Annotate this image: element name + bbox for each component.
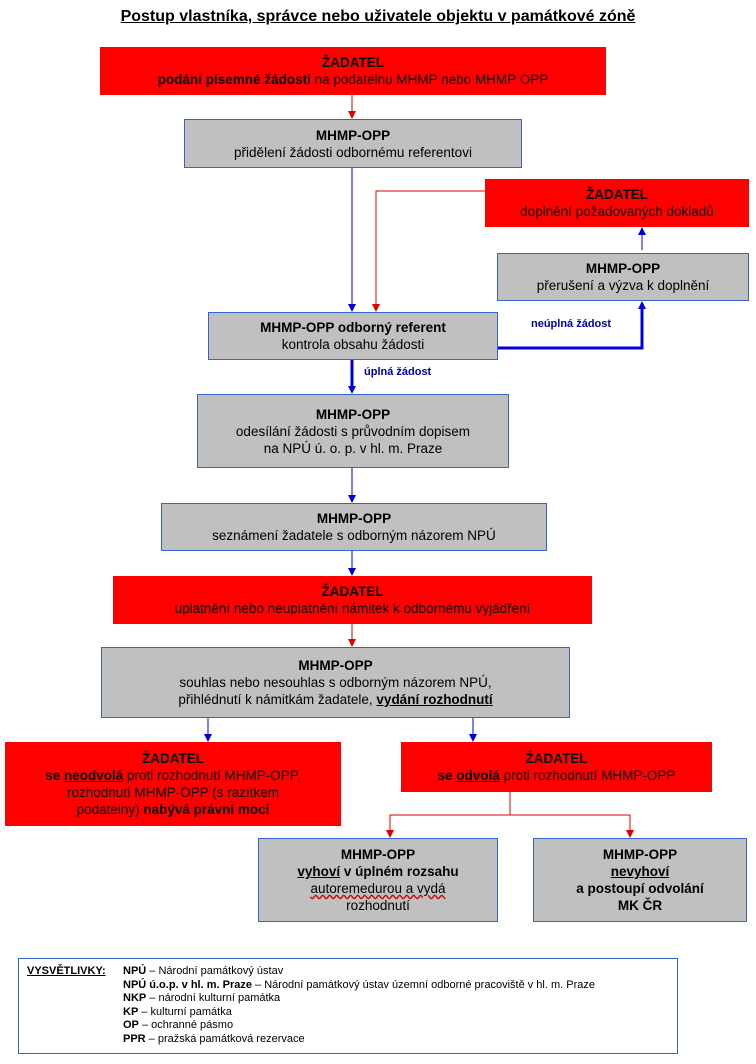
box-zadatel-doplneni: ŽADATEL doplnění požadovaných dokladů <box>485 179 749 227</box>
legend-text: – ochranné pásmo <box>138 1019 234 1031</box>
arrow-b11-b12 <box>386 792 511 838</box>
box-heading: ŽADATEL <box>586 187 648 202</box>
box-zadatel-odvola: ŽADATEL se odvolá proti rozhodnutí MHMP-… <box>401 742 712 792</box>
box-text: na NPÚ ú. o. p. v hl. m. Praze <box>263 440 443 456</box>
box-text: kontrola obsahu žádosti <box>281 337 425 352</box>
legend-key: OP <box>123 1019 139 1031</box>
legend-items: NPÚ – Národní památkový ústav NPÚ ú.o.p.… <box>123 965 595 1046</box>
box-heading: MHMP-OPP <box>315 406 391 422</box>
box-heading: ŽADATEL <box>321 584 384 599</box>
box-text: proti rozhodnutí MHMP-OPP, <box>123 768 301 783</box>
legend-box: VYSVĚTLIVKY: NPÚ – Národní památkový úst… <box>18 958 678 1054</box>
box-zadatel-neodvola: ŽADATEL se neodvolá proti rozhodnutí MHM… <box>5 742 341 826</box>
box-bold-text: vyhoví <box>297 864 341 879</box>
legend-text: – pražská památková rezervace <box>145 1032 305 1045</box>
arrow-b3-b5 <box>372 190 485 312</box>
box-heading: ŽADATEL <box>525 751 588 766</box>
legend-text: – národní kulturní památka <box>146 992 281 1004</box>
box-heading: ŽADATEL <box>322 55 384 70</box>
box-text: na podatelnu MHMP nebo MHMP OPP <box>310 72 549 87</box>
box-text: odesílání žádosti s průvodním dopisem <box>235 423 471 439</box>
legend-key: NKP <box>123 992 147 1004</box>
box-mhmp-vyhovi: MHMP-OPP vyhoví v úplném rozsahu autorem… <box>258 838 498 922</box>
box-heading: MHMP-OPP <box>585 261 661 276</box>
box-text: přerušení a výzva k doplnění <box>536 278 710 293</box>
box-bold-text: MK ČR <box>617 898 663 913</box>
legend-item: NKP – národní kulturní památka <box>123 992 595 1006</box>
legend-item: NPÚ ú.o.p. v hl. m. Praze – Národní pamá… <box>123 979 595 993</box>
box-bold-text: odvolá <box>456 768 500 783</box>
legend-text: – Národní památkový ústav <box>146 965 284 977</box>
box-bold-text: se <box>45 768 64 783</box>
legend-key: KP <box>123 1005 139 1018</box>
box-text: přidělení žádosti odbornému referentovi <box>234 144 472 160</box>
box-heading: MHMP-OPP <box>316 511 392 526</box>
legend-text: – kulturní památka <box>138 1005 232 1018</box>
box-bold-text: nevyhoví <box>610 864 670 879</box>
box-referent-kontrola: MHMP-OPP odborný referent kontrola obsah… <box>208 312 498 360</box>
box-text: přihlédnutí k námitkám žadatele, <box>178 692 377 707</box>
box-mhmp-odesilani: MHMP-OPP odesílání žádosti s průvodním d… <box>197 394 509 468</box>
legend-item: NPÚ – Národní památkový ústav <box>123 965 595 979</box>
box-mhmp-preruseni: MHMP-OPP přerušení a výzva k doplnění <box>497 253 749 301</box>
box-text: uplatnění nebo neuplatnění námitek k odb… <box>174 601 531 616</box>
legend-item: KP – kulturní památka <box>123 1006 595 1020</box>
arrow-b5-b4 <box>498 301 646 350</box>
box-heading: MHMP-OPP <box>298 658 373 673</box>
box-bold-text: se <box>437 768 457 783</box>
legend-item: OP – ochranné pásmo <box>123 1019 595 1033</box>
legend-text: – Národní památkový ústav územní odborné… <box>251 978 595 991</box>
box-zadatel-namitky: ŽADATEL uplatnění nebo neuplatnění námit… <box>113 576 592 624</box>
box-text: autoremedurou a vydá <box>310 881 446 896</box>
box-heading: ŽADATEL <box>142 751 204 766</box>
legend-item: PPR – pražská památková rezervace <box>123 1033 595 1047</box>
box-bold-text: nabývá právní moci <box>143 802 270 817</box>
page-title: Postup vlastníka, správce nebo uživatele… <box>120 8 636 25</box>
legend-key: NPÚ ú.o.p. v hl. m. Praze <box>123 978 252 991</box>
box-text: rozhodnutí MHMP-OPP (s razítkem <box>66 785 280 800</box>
box-mhmp-prideleni: MHMP-OPP přidělení žádosti odbornému ref… <box>184 119 522 168</box>
box-heading: MHMP-OPP <box>315 127 391 143</box>
box-text: seznámení žadatele s odborným názorem NP… <box>212 528 496 543</box>
box-heading: MHMP-OPP odborný referent <box>260 320 446 335</box>
box-bold-text: podání písemné žádosti <box>157 72 311 87</box>
legend-key: PPR <box>123 1032 146 1045</box>
legend-key: NPÚ <box>123 965 147 977</box>
box-heading: MHMP-OPP <box>340 847 416 862</box>
box-text: proti rozhodnutí MHMP-OPP <box>499 768 676 783</box>
box-mhmp-rozhodnuti: MHMP-OPP souhlas nebo nesouhlas s odborn… <box>101 647 570 718</box>
box-zadatel-podani: ŽADATEL podání písemné žádosti na podate… <box>100 47 606 95</box>
box-heading: MHMP-OPP <box>602 847 678 862</box>
arrow-b11-b13 <box>510 814 634 838</box>
label-neuplna-zadost: neúplná žádost <box>531 318 612 330</box>
box-bold-text: vydání rozhodnutí <box>376 692 493 707</box>
legend-heading: VYSVĚTLIVKY: <box>27 965 106 977</box>
box-text: doplnění požadovaných dokladů <box>520 204 714 219</box>
box-text: souhlas nebo nesouhlas s odborným názore… <box>179 675 492 690</box>
box-bold-text: a postoupí odvolání <box>576 881 704 896</box>
box-mhmp-seznameni: MHMP-OPP seznámení žadatele s odborným n… <box>161 503 547 551</box>
box-text: rozhodnutí <box>346 898 410 913</box>
label-uplna-zadost: úplná žádost <box>364 366 432 378</box>
box-bold-text: v úplném rozsahu <box>340 864 459 879</box>
box-text: podatelny) <box>76 802 144 817</box>
box-mhmp-nevyhovi: MHMP-OPP nevyhoví a postoupí odvolání MK… <box>533 838 747 922</box>
box-bold-text: neodvolá <box>63 768 124 783</box>
